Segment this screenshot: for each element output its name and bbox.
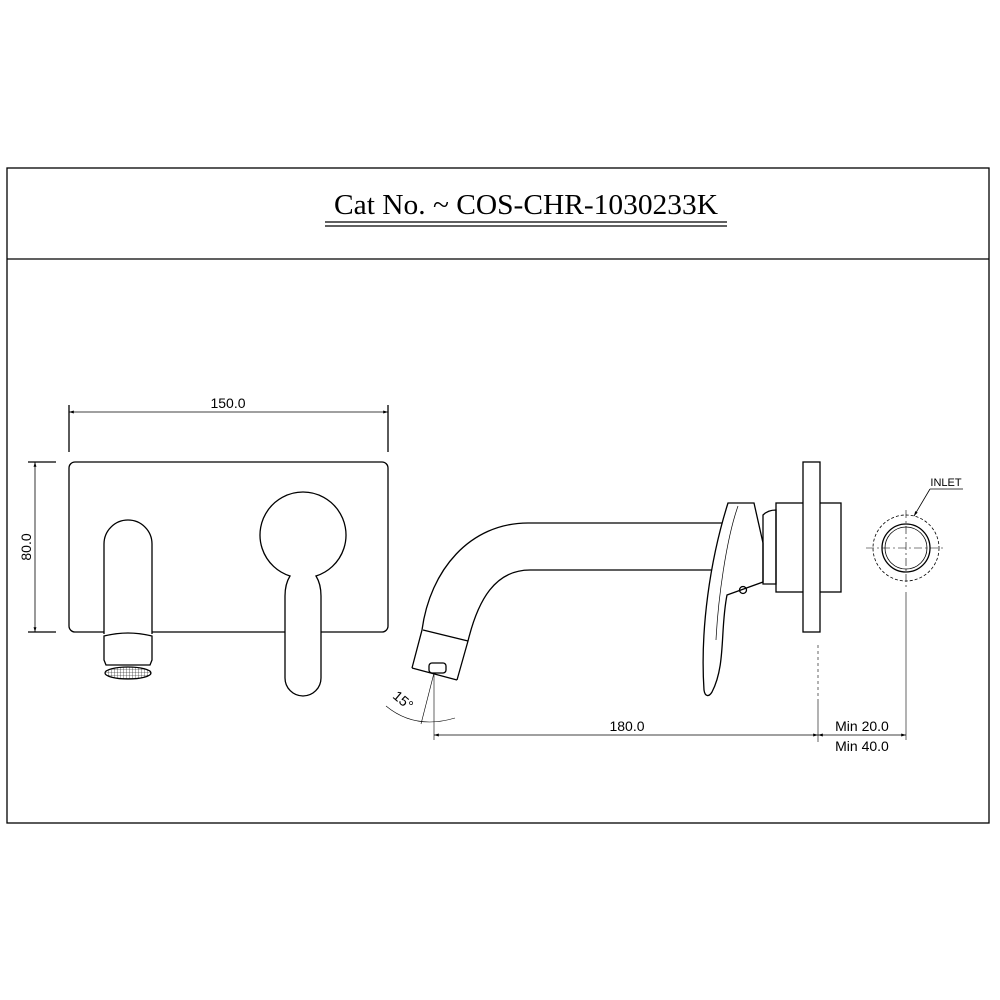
lever-handle-front	[259, 491, 347, 697]
spout-front	[103, 519, 153, 634]
lever-side	[702, 502, 764, 697]
inlet-leader	[913, 488, 931, 517]
connector	[762, 509, 777, 585]
wall-plate	[68, 461, 389, 633]
side-view: INLET 180.0 Min 20.0 Min 40.0 15°	[385, 461, 963, 754]
wall-flange	[802, 461, 821, 633]
catalog-title: Cat No. ~ COS-CHR-1030233K	[334, 190, 718, 221]
angle-dimension: 15°	[390, 687, 417, 713]
height-dimension: 80.0	[18, 533, 34, 560]
angle-arc	[385, 705, 456, 723]
inlet-label: INLET	[930, 477, 961, 489]
drawing-frame	[6, 167, 990, 824]
spout-side	[411, 522, 730, 681]
min-wall-dimension-2: Min 40.0	[835, 738, 889, 754]
width-dimension: 150.0	[210, 395, 245, 411]
nut	[738, 585, 748, 595]
spout-length-dimension: 180.0	[609, 718, 644, 734]
min-wall-dimension-1: Min 20.0	[835, 718, 889, 734]
front-view: 150.0 80.0	[18, 395, 389, 697]
aerator	[104, 666, 152, 680]
